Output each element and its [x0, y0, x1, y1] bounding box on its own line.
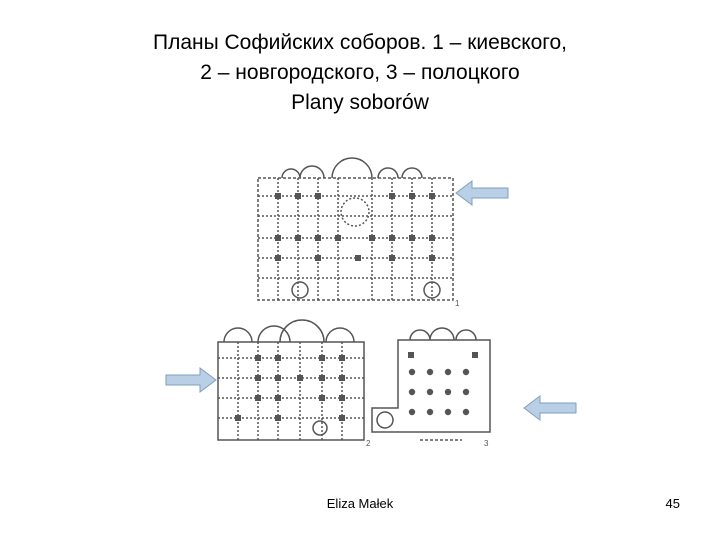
page-number: 45 — [665, 496, 680, 511]
plan-novgorod — [217, 319, 365, 441]
plan-label-2: 2 — [366, 439, 371, 448]
title-line-1: Планы Софийских соборов. 1 – киевского, — [152, 31, 568, 54]
slide-title: Планы Софийских соборов. 1 – киевского, … — [40, 28, 680, 118]
arrow-right-novgorod — [165, 367, 217, 393]
plan-kiev — [257, 157, 454, 301]
plan-polotsk — [371, 327, 491, 441]
footer-author: Eliza Małek — [326, 496, 394, 511]
title-line-2: 2 – новгородского, 3 – полоцкого — [200, 61, 520, 84]
title-line-3: Plany soborów — [291, 91, 429, 114]
plan-label-3: 3 — [484, 439, 489, 448]
arrow-left-polotsk — [523, 395, 577, 421]
arrow-left-kiev — [455, 180, 509, 206]
plan-label-1: 1 — [455, 299, 460, 308]
